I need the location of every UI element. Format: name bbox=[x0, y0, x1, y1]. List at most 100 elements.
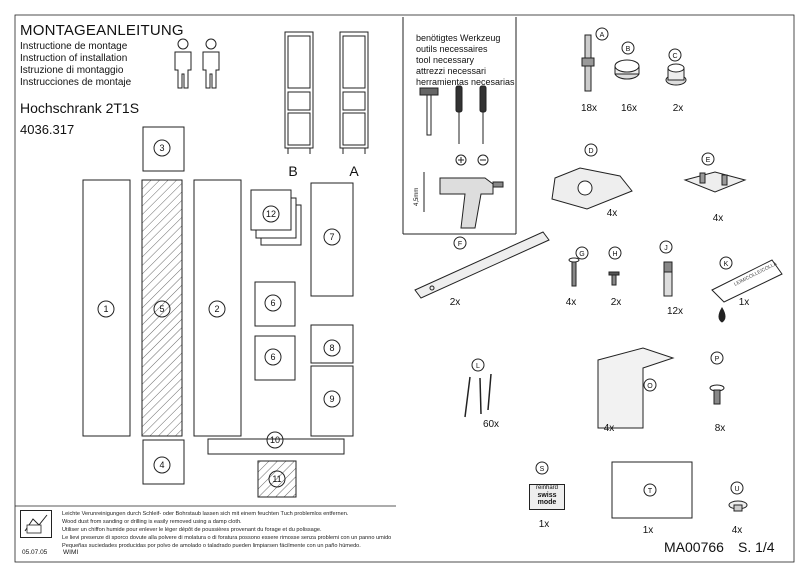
swiss-brand-line-1: reinhard bbox=[535, 485, 558, 491]
panel-label-8: 8 bbox=[329, 343, 334, 353]
two-persons-icon bbox=[174, 38, 220, 89]
panel-12 bbox=[250, 189, 292, 231]
sleeve-j-icon bbox=[663, 261, 673, 297]
swiss-mode-logo: reinhard swiss mode bbox=[529, 484, 565, 510]
panel-6-bottom bbox=[254, 335, 296, 381]
variant-label-b: B bbox=[288, 163, 297, 179]
hw-count-u: 4x bbox=[732, 525, 743, 536]
swiss-brand-line-3: mode bbox=[537, 499, 557, 506]
panel-4 bbox=[142, 439, 185, 485]
panel-label-1: 1 bbox=[103, 304, 108, 314]
panel-9 bbox=[310, 365, 354, 437]
cap-u-icon bbox=[728, 500, 748, 512]
panel-label-6b: 6 bbox=[270, 352, 275, 362]
panel-label-5: 5 bbox=[159, 304, 164, 314]
panel-label-11: 11 bbox=[272, 474, 281, 484]
screw-p-icon bbox=[709, 384, 725, 405]
hw-count-h: 2x bbox=[611, 297, 622, 308]
cabinet-variant-b bbox=[284, 31, 314, 154]
hw-count-j: 12x bbox=[667, 306, 683, 317]
panel-label-3: 3 bbox=[159, 143, 164, 153]
panel-5 bbox=[141, 179, 183, 437]
hw-letter-g: G bbox=[579, 251, 584, 258]
drawer-rail-icon bbox=[414, 231, 550, 299]
hw-count-o: 4x bbox=[604, 423, 615, 434]
hw-letter-u: U bbox=[734, 486, 739, 493]
hw-letter-k: K bbox=[724, 261, 729, 268]
swiss-brand-line-2: swiss bbox=[537, 492, 557, 499]
panel-11 bbox=[257, 460, 297, 498]
panel-label-4: 4 bbox=[159, 460, 164, 470]
hw-letter-o: O bbox=[647, 383, 653, 390]
screwdriver-flat-icon bbox=[477, 85, 489, 166]
subtitle-it: Istruzione di montaggio bbox=[20, 65, 124, 76]
hw-count-d: 4x bbox=[607, 208, 618, 219]
nails-icon bbox=[464, 373, 492, 418]
hw-count-l: 60x bbox=[483, 419, 499, 430]
hw-count-c: 2x bbox=[673, 103, 684, 114]
hw-letter-p: P bbox=[715, 356, 720, 363]
hw-letter-t: T bbox=[648, 488, 653, 495]
hw-count-g: 4x bbox=[566, 297, 577, 308]
model-name: Hochschrank 2T1S bbox=[20, 100, 140, 116]
article-number: 4036.317 bbox=[20, 122, 75, 137]
panel-10 bbox=[207, 438, 345, 455]
panel-label-12: 12 bbox=[266, 209, 276, 219]
back-panel-o-icon bbox=[597, 347, 675, 429]
cleaning-notes: Leichte Verunreinigungen durch Schleif- … bbox=[62, 510, 392, 550]
dowel-bolt-icon bbox=[581, 34, 595, 92]
hw-letter-c: C bbox=[672, 53, 677, 60]
hw-count-k: 1x bbox=[739, 297, 750, 308]
note-es: Pequeñas suciedades producidas por polvo… bbox=[62, 543, 361, 549]
drill-size-label: 4,5mm bbox=[414, 188, 420, 206]
panel-label-9: 9 bbox=[329, 394, 334, 404]
hw-letter-j: J bbox=[664, 245, 668, 252]
hw-count-p: 8x bbox=[715, 423, 726, 434]
panel-8 bbox=[310, 324, 354, 364]
hw-letter-d: D bbox=[588, 148, 593, 155]
cam-nut-icon bbox=[614, 59, 640, 80]
drill-icon bbox=[423, 172, 504, 229]
tools-line-de: benötigtes Werkzeug bbox=[416, 33, 501, 43]
panel-label-7: 7 bbox=[329, 232, 334, 242]
glue-tube-icon bbox=[711, 259, 783, 323]
scissors-cloth-icon bbox=[20, 510, 52, 538]
hw-count-t: 1x bbox=[643, 525, 654, 536]
cam-lock-icon bbox=[665, 63, 687, 86]
author: WIMI bbox=[63, 549, 79, 556]
tools-line-en: tool necessary bbox=[416, 55, 475, 65]
hw-count-f: 2x bbox=[450, 297, 461, 308]
panel-7 bbox=[310, 182, 354, 297]
hw-letter-s: S bbox=[540, 466, 545, 473]
hw-count-s: 1x bbox=[539, 519, 550, 530]
panel-2 bbox=[193, 179, 242, 437]
panel-3 bbox=[142, 126, 185, 172]
hw-count-e: 4x bbox=[713, 213, 724, 224]
hw-letter-e: E bbox=[706, 157, 711, 164]
page-number: S. 1/4 bbox=[738, 539, 775, 555]
screw-g-icon bbox=[568, 257, 580, 287]
document-code: MA00766 bbox=[664, 539, 724, 555]
tools-heading: benötigtes Werkzeug outils necessaires t… bbox=[416, 33, 515, 88]
revision-date: 05.07.05 bbox=[22, 549, 48, 556]
hw-letter-f: F bbox=[458, 241, 462, 248]
panel-6-top bbox=[254, 281, 296, 327]
box-t bbox=[611, 461, 693, 519]
subtitle-en: Instruction of installation bbox=[20, 53, 128, 64]
document-title: MONTAGEANLEITUNG bbox=[20, 22, 184, 39]
pin-h-icon bbox=[608, 271, 620, 286]
tools-line-fr: outils necessaires bbox=[416, 44, 488, 54]
tools-line-es: herramientas necesarias bbox=[416, 77, 515, 87]
note-de: Leichte Verunreinigungen durch Schleif- … bbox=[62, 511, 349, 517]
cloth-icon bbox=[24, 514, 48, 534]
hw-letter-a: A bbox=[600, 32, 605, 39]
mounting-plate-icon bbox=[683, 171, 747, 193]
hw-count-a: 18x bbox=[581, 103, 597, 114]
panel-label-2: 2 bbox=[214, 304, 219, 314]
subtitle-fr: Instructione de montage bbox=[20, 41, 128, 52]
hw-count-b: 16x bbox=[621, 103, 637, 114]
note-fr: Utiliser un chiffon humide pour enlever … bbox=[62, 527, 322, 533]
variant-label-a: A bbox=[349, 163, 359, 179]
panel-1 bbox=[82, 179, 131, 437]
